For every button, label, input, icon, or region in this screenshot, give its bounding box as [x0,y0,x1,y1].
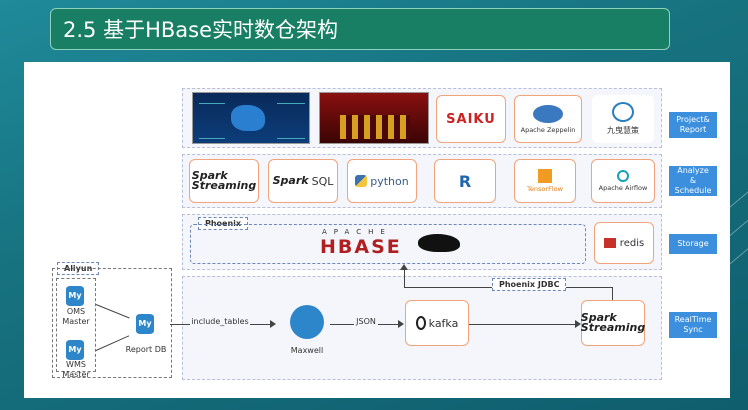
hbase-logo: HBASE [320,236,402,258]
slide-title: 2.5 基于HBase实时数仓架构 [50,8,670,50]
layer-label-analyze: Analyze & Schedule [669,166,717,196]
sql-label: SQL [311,174,334,188]
layer-label-report: Project& Report [669,112,717,138]
redis-label: redis [619,237,645,249]
json-label: JSON [354,317,378,326]
zeppelin-label: Apache Zeppelin [520,125,576,134]
kafka-tile: kafka [405,300,469,346]
python-label: python [370,174,409,188]
tensorflow-label: TensorFlow [527,185,563,193]
edge-spark-hbase [612,287,613,300]
python-icon [355,175,368,187]
zeppelin-tile: Apache Zeppelin [514,95,582,143]
maxwell-icon [290,305,324,339]
wms-master-label: WMS Master [62,360,90,379]
dashboard-screenshot-red [319,92,429,144]
airflow-label: Apache Airflow [598,184,648,192]
phoenix-jdbc-tag: Phoenix JDBC [492,278,567,291]
layer-label-sync: RealTime Sync [669,312,717,338]
report-db-label: Report DB [125,345,167,354]
jiushu-label: 九曳慧策 [607,126,639,135]
source-db-box [56,278,96,372]
tensorflow-icon [538,169,552,183]
phoenix-tag: Phoenix [198,217,249,230]
spark-sql-tile: Spark SQL [268,159,338,203]
oms-master-label: OMS Master [62,307,90,326]
redis-tile: redis [594,222,654,264]
kafka-label: kafka [428,316,459,330]
r-tile: R [434,159,496,203]
arrow-head [398,320,404,328]
analyze-row [182,154,662,208]
include-tables-label: include_tables [190,317,250,326]
oms-db-icon: My [66,286,84,306]
zeppelin-icon [533,104,563,123]
arrow-head [575,320,581,328]
saiku-tile: SAIKU [436,95,506,143]
wms-db-icon: My [66,340,84,360]
tensorflow-tile: TensorFlow [514,159,576,203]
report-db-icon: My [136,314,154,334]
arrow-head [270,320,276,328]
architecture-diagram: Project& Report Analyze & Schedule Stora… [24,62,730,398]
kafka-icon [415,316,426,330]
saiku-logo: SAIKU [446,111,496,127]
redis-icon [603,238,616,248]
r-logo: R [458,171,472,191]
edge-spark-hbase [404,270,405,287]
arrow-head [400,264,408,270]
orca-icon [418,234,460,252]
layer-label-storage: Storage [669,234,717,254]
aliyun-box [52,268,172,378]
hbase-box [190,224,586,264]
airflow-tile: Apache Airflow [591,159,655,203]
dashboard-screenshot-map [192,92,310,144]
python-tile: python [347,159,417,203]
jiushu-icon [612,102,634,122]
apache-label: APACHE [322,228,392,236]
jiushu-tile: 九曳慧策 [592,95,654,143]
airflow-icon [617,170,629,182]
spark-label: Spark [272,174,309,187]
maxwell-label: Maxwell [290,346,324,355]
edge-kafka-spark [469,324,575,325]
